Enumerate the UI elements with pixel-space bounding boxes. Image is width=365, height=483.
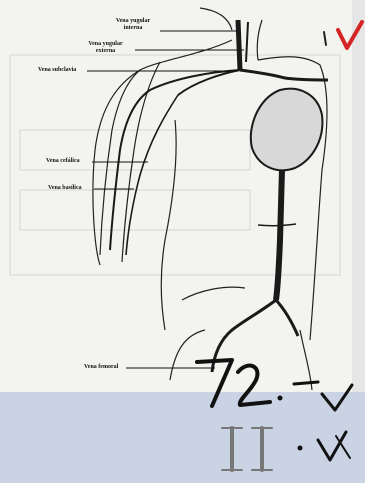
label-yugular-interna-line1: Vena yugular: [116, 18, 150, 24]
label-yugular-externa-line1: Vena yugular: [88, 41, 122, 47]
paper-shadow: [352, 0, 365, 392]
label-yugular-interna: Vena yugular interna: [108, 18, 158, 32]
label-yugular-externa-line2: externa: [96, 48, 115, 54]
label-subclavia: Vena subclavia: [38, 67, 76, 74]
label-yugular-externa: Vena yugular externa: [78, 41, 133, 55]
label-yugular-interna-line2: interna: [124, 25, 143, 31]
label-femoral: Vena femoral: [84, 364, 118, 371]
label-basilica: Vena basílica: [48, 185, 82, 192]
label-cefalica: Vena cefálica: [46, 158, 80, 165]
lower-blue-area: [0, 380, 365, 483]
